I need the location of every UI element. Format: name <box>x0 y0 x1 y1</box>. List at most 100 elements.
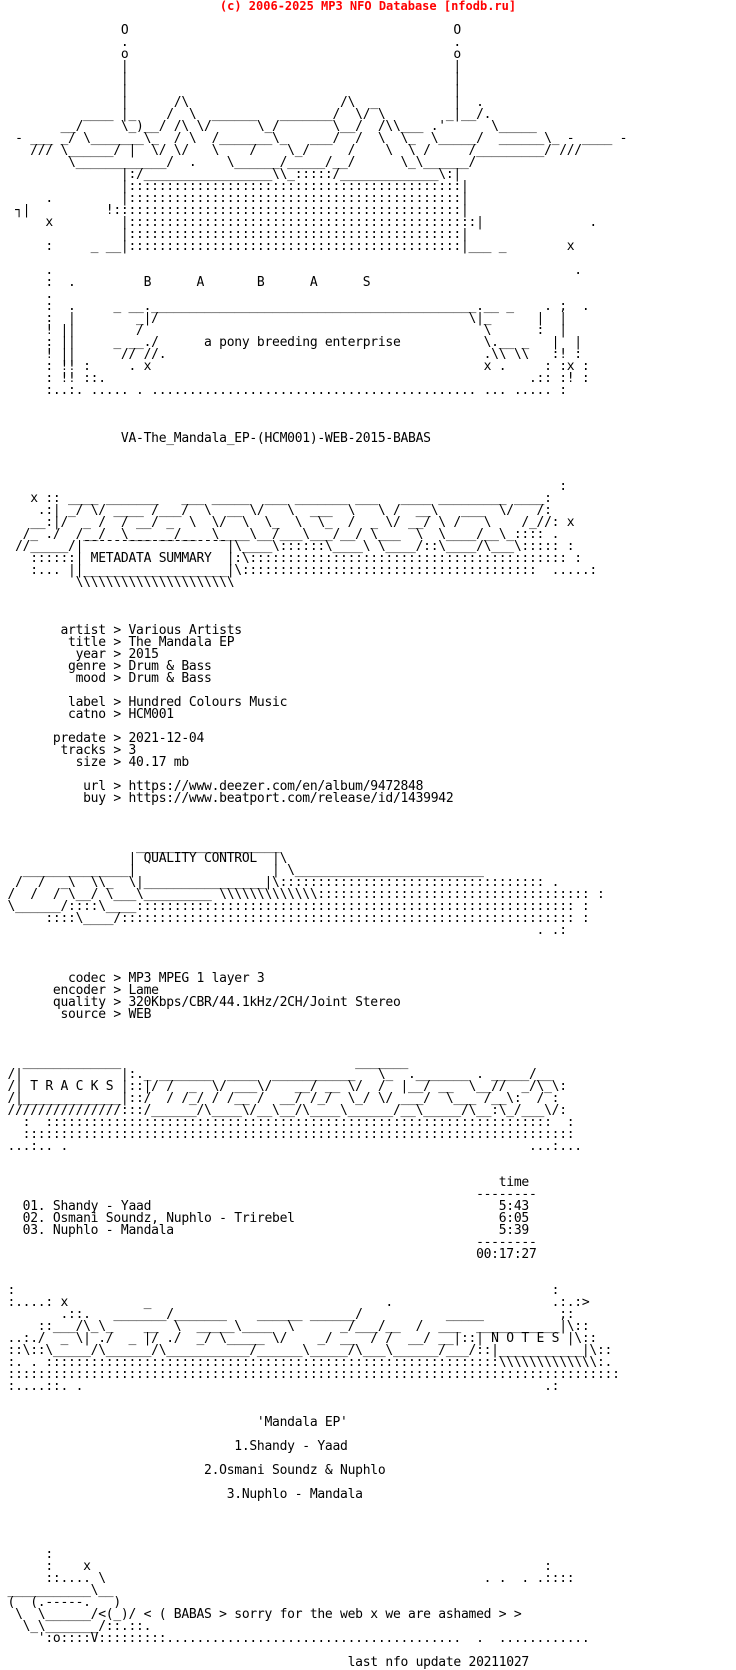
nfo-line: \______/::::\____:::::::::::::::::::::::… <box>0 899 590 914</box>
nfo-line: O O <box>0 23 461 38</box>
nfo-line: : !! ::. .:: :! : <box>0 371 590 386</box>
nfo-line: : x : <box>0 1559 552 1574</box>
nfo-line: . . <box>0 35 461 50</box>
nfo-document: O O . . o o | <box>0 13 736 1669</box>
nfo-line: source > WEB <box>0 1007 152 1022</box>
nfo-line <box>0 805 736 817</box>
nfo-line: 03. Nuphlo - Mandala 5:39 <box>0 1223 530 1238</box>
nfo-line: url > https://www.deezer.com/en/album/94… <box>0 779 424 794</box>
nfo-line <box>0 1501 736 1513</box>
nfo-line: title > The Mandala EP <box>0 635 235 650</box>
nfo-line: |:/_________________\\_:::::/___________… <box>0 167 461 182</box>
nfo-line: : ::::::::::::::::::::::::::::::::::::::… <box>0 1115 575 1130</box>
nfo-line: label > Hundred Colours Music <box>0 695 288 710</box>
nfo-line: . .: <box>0 923 568 938</box>
nfo-line: genre > Drum & Bass <box>0 659 212 674</box>
nfo-line: buy > https://www.beatport.com/release/i… <box>0 791 454 806</box>
nfo-line <box>0 457 736 469</box>
nfo-line <box>0 1033 736 1045</box>
nfo-line: ___________\__ <box>0 1583 114 1598</box>
nfo-line: .::. _______/_______ ______ ______/ ____… <box>0 1307 575 1322</box>
nfo-line: / / _\ \\_ \|________________|\:::::::::… <box>0 875 560 890</box>
nfo-line: x :: ____ _______ ___ _____ ___ _______ … <box>0 491 552 506</box>
nfo-line: catno > HCM001 <box>0 707 174 722</box>
nfo-line <box>0 1513 736 1525</box>
nfo-line: : <box>0 479 567 494</box>
nfo-line: \____________/ . \______/_____/__/ \_\__… <box>0 155 477 170</box>
nfo-line: quality > 320Kbps/CBR/44.1kHz/2CH/Joint … <box>0 995 401 1010</box>
nfo-line: /|_____________|::/ / /_/ / /__ / __/ /_… <box>0 1091 560 1106</box>
nfo-line: : | _|/ \|_ | | <box>0 311 567 326</box>
nfo-line: :. . :::::::::::::::::::::::::::::::::::… <box>0 1355 613 1370</box>
nfo-line: / / / \__/ \___\_________ \\\\\\\\\\\\\:… <box>0 887 605 902</box>
nfo-line: :..:. ..... . ..........................… <box>0 383 567 398</box>
nfo-line <box>0 1645 736 1657</box>
nfo-line <box>0 397 736 409</box>
nfo-line <box>0 949 736 961</box>
nfo-line: /| |:._ _______ ____ ___________ \_ .___… <box>0 1067 552 1082</box>
nfo-line: ::::::| METADATA SUMMARY |:\::::::::::::… <box>0 551 582 566</box>
nfo-line: __:|/ _ / / __/ _ \ \/ \ \_ \ \_ / _ \/ … <box>0 515 575 530</box>
nfo-line: : . _ __._______________________________… <box>0 299 590 314</box>
nfo-line: __/ \_)__/ /\ \/ \_/ \__/ /\\___ .' \___… <box>0 119 537 134</box>
nfo-line: :....::. . .: <box>0 1379 560 1394</box>
nfo-line: : . B A B A S <box>0 275 371 290</box>
nfo-line: ::___/\_\_ __ \ _____\____ \ _/___/__ / … <box>0 1319 590 1334</box>
nfo-line: \_\_______/::.::. <box>0 1619 152 1634</box>
nfo-line <box>0 1393 736 1405</box>
nfo-line: : _ __|:::::::::::::::::::::::::::::::::… <box>0 239 575 254</box>
nfo-line: 02. Osmani Soundz, Nuphlo - Trirebel 6:0… <box>0 1211 530 1226</box>
nfo-line: . |:::::::::::::::::::::::::::::::::::::… <box>0 191 469 206</box>
nfo-line: ┐| !::::::::::::::::::::::::::::::::::::… <box>0 203 469 218</box>
nfo-line <box>0 601 736 613</box>
nfo-line <box>0 937 736 949</box>
nfo-line: last nfo update 20211027 <box>0 1655 530 1670</box>
nfo-line: 00:17:27 <box>0 1247 537 1262</box>
nfo-line: | | <box>0 71 461 86</box>
nfo-line: : : <box>0 1283 560 1298</box>
nfo-line: ::::::::::::::::::::::::::::::::::::::::… <box>0 1127 575 1142</box>
nfo-line: ///////////////:::/______/\____\/__\__/\… <box>0 1103 567 1118</box>
nfo-line: tracks > 3 <box>0 743 137 758</box>
nfo-line: encoder > Lame <box>0 983 159 998</box>
nfo-line: codec > MP3 MPEG 1 layer 3 <box>0 971 265 986</box>
nfo-line: size > 40.17 mb <box>0 755 190 770</box>
nfo-line: ______________| | \_____________________… <box>0 863 484 878</box>
nfo-line: - ___ _/ \_______\_ / \ /_______\_ ___/ … <box>0 131 628 146</box>
nfo-line: . . <box>0 263 582 278</box>
nfo-line: VA-The_Mandala_EP-(HCM001)-WEB-2015-BABA… <box>0 431 431 446</box>
nfo-line: predate > 2021-12-04 <box>0 731 205 746</box>
nfo-line: //_____/|¯¯¯¯¯¯¯¯¯¯¯¯¯¯¯¯¯¯¯|\____\:::::… <box>0 539 575 554</box>
nfo-line: :... ||___________________|\::::::::::::… <box>0 563 597 578</box>
nfo-line <box>0 589 736 601</box>
nfo-line: 1.Shandy - Yaad <box>0 1439 348 1454</box>
nfo-line: ::\::\_____/\______/\___________/______\… <box>0 1343 613 1358</box>
nfo-line: year > 2015 <box>0 647 159 662</box>
nfo-line: . <box>0 287 53 302</box>
nfo-line: x |:::::::::::::::::::::::::::::::::::::… <box>0 215 597 230</box>
nfo-line: .:| _/ \/ ____ /___/ \ __ \/ \ ___ \ \ /… <box>0 503 552 518</box>
nfo-line: | /\ /\ _ | . <box>0 95 484 110</box>
nfo-line <box>0 445 736 457</box>
nfo-line: _____________ _______ <box>0 1055 409 1070</box>
nfo-line: ...:.. . ...:... <box>0 1139 583 1154</box>
nfo-line <box>0 1261 736 1273</box>
nfo-line: -------- <box>0 1187 537 1202</box>
nfo-line <box>0 1525 736 1537</box>
nfo-line: 3.Nuphlo - Mandala <box>0 1487 363 1502</box>
nfo-line: : !! : . x x . : :x : <box>0 359 590 374</box>
nfo-line: |:::::::::::::::::::::::::::::::::::::::… <box>0 179 469 194</box>
nfo-line <box>0 409 736 421</box>
nfo-line: time <box>0 1175 530 1190</box>
nfo-line: artist > Various Artists <box>0 623 242 638</box>
nfo-line <box>0 817 736 829</box>
nfo-line: 01. Shandy - Yaad 5:43 <box>0 1199 530 1214</box>
nfo-line: ::.... \ . . . .:::: <box>0 1571 575 1586</box>
nfo-line: ::::::::::::::::::::::::::::::::::::::::… <box>0 1367 620 1382</box>
nfo-line: ..:./ _ \| ./ _ |/ ./ _/ \_____ \/ _/ __… <box>0 1331 598 1346</box>
nfo-line: ___________________ <box>0 839 280 854</box>
nfo-line: /// \______/ | \/ \/ \ / \_/ / \ \ / /__… <box>0 143 582 158</box>
nfo-line: ::::\____/::::::::::::::::::::::::::::::… <box>0 911 590 926</box>
nfo-line: | | <box>0 59 461 74</box>
nfo-line: 2.Osmani Soundz & Nuphlo <box>0 1463 386 1478</box>
